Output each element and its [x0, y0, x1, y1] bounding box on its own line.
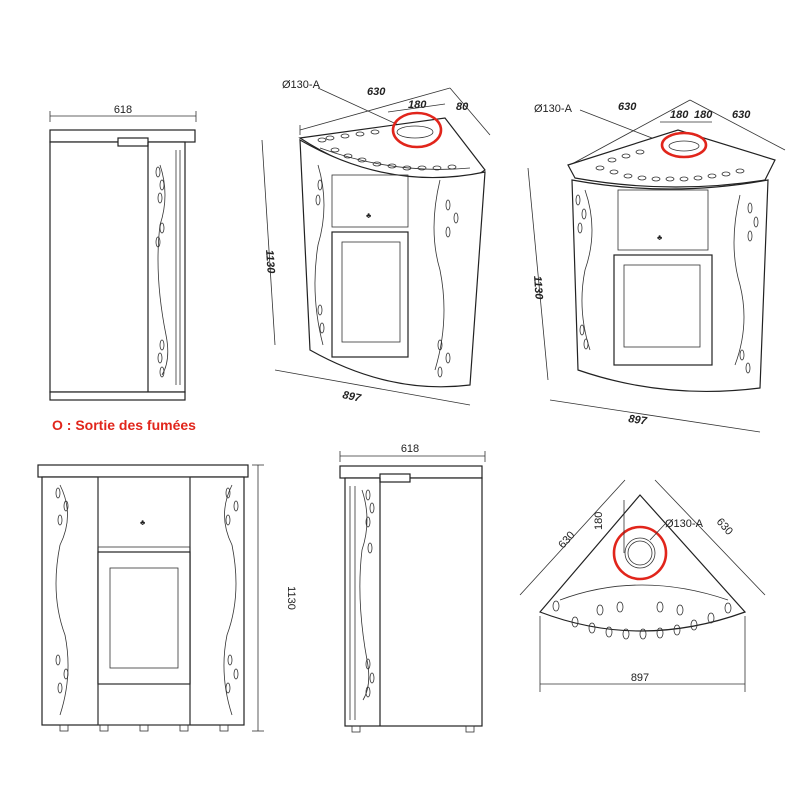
- top-flue-highlight: [612, 525, 668, 581]
- front-height-label: 1130: [285, 586, 297, 610]
- side-top-width-label: 618: [114, 104, 132, 116]
- iso-right-offset-label: 180: [670, 109, 689, 121]
- iso-right-base-label: 897: [628, 413, 649, 428]
- top-side-left-label: 630: [556, 529, 577, 551]
- front-view: ♣ 1130: [37, 464, 297, 732]
- top-flue-label: Ø130-A: [665, 518, 704, 530]
- top-base-label: 897: [631, 672, 649, 684]
- svg-text:♣: ♣: [657, 233, 663, 242]
- side-view-bottom: 618: [339, 443, 486, 733]
- svg-text:♣: ♣: [140, 518, 146, 527]
- iso-left-flue-label: Ø130-A: [282, 79, 321, 91]
- iso-left-height-label: 1130: [263, 249, 277, 274]
- top-offset-label: 180: [593, 512, 605, 530]
- iso-view-left: Ø130-A 630 180 80 ♣: [261, 79, 491, 406]
- iso-left-depth-label: 80: [456, 101, 469, 113]
- iso-left-offset-label: 180: [408, 99, 427, 111]
- top-side-right-label: 630: [714, 516, 735, 538]
- top-view: 630 180 Ø130-A 630 897: [519, 479, 766, 692]
- svg-text:♣: ♣: [366, 211, 372, 220]
- iso-left-flue-highlight: [391, 111, 443, 149]
- iso-right-depth-label: 180: [694, 109, 713, 121]
- iso-right-height-label: 1130: [531, 275, 545, 300]
- iso-right-width-right-label: 630: [732, 109, 751, 121]
- iso-left-width-label: 630: [367, 86, 386, 98]
- iso-view-right: Ø130-A 630 180 180 630 ♣: [527, 99, 786, 433]
- side-view-top: 618: [49, 104, 197, 401]
- iso-right-flue-label: Ø130-A: [534, 103, 573, 115]
- side-bottom-width-label: 618: [401, 443, 419, 455]
- iso-left-base-label: 897: [341, 389, 362, 405]
- legend-smoke-outlet: O : Sortie des fumées: [52, 417, 196, 433]
- iso-right-width-left-label: 630: [618, 101, 637, 113]
- iso-right-flue-highlight: [660, 131, 708, 159]
